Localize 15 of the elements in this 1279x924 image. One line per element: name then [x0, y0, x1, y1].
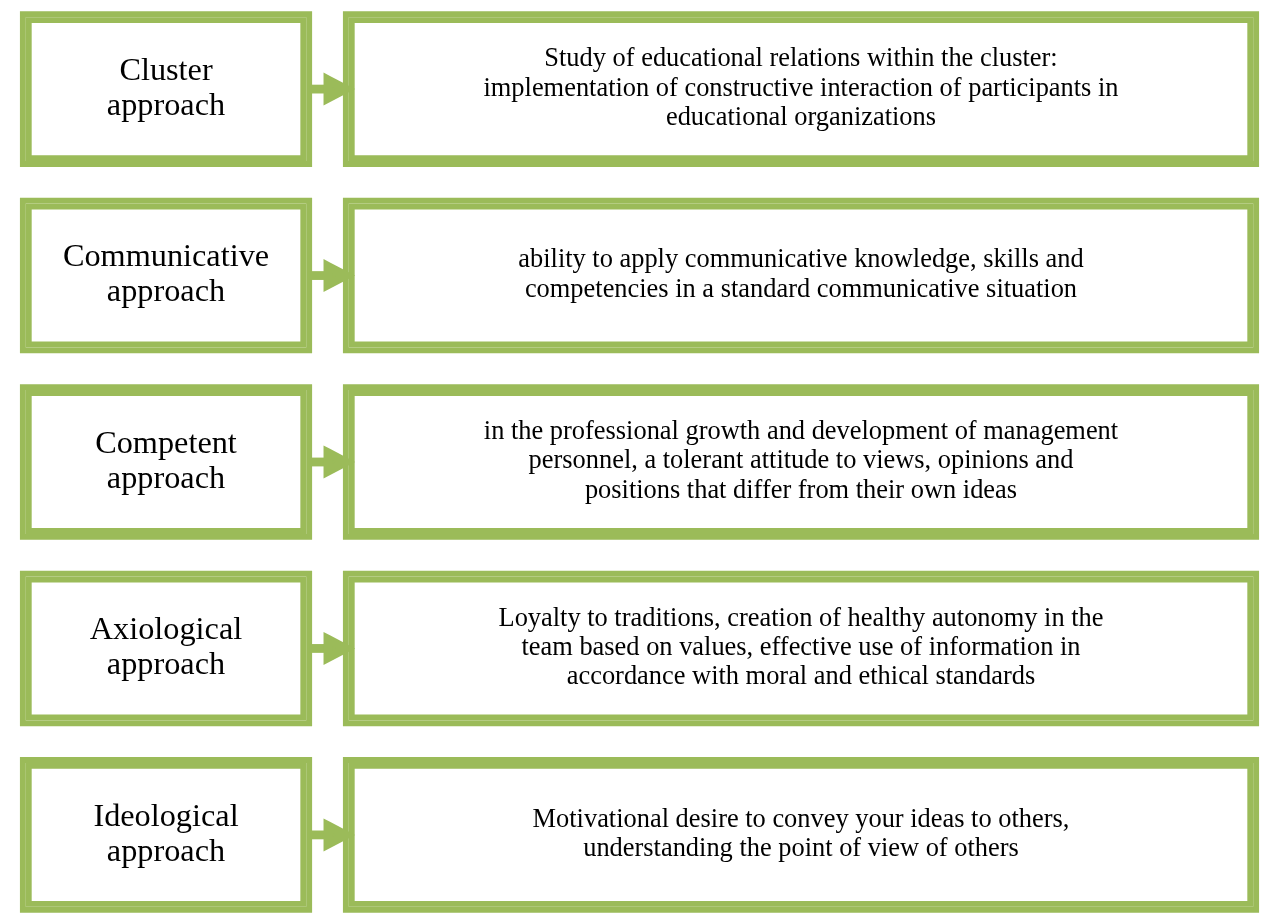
- arrow: [309, 259, 355, 293]
- node-box: Motivational desire to convey your ideas to others, understanding the point of view of others: [342, 757, 1260, 913]
- arrow: [309, 631, 355, 665]
- node-box: in the professional growth and development of management personnel, a tolerant attitude to views, opinions and positions that differ from their own ideas: [342, 384, 1260, 540]
- node-box: Communicative approach: [19, 197, 313, 354]
- arrow: [309, 818, 355, 852]
- node-box: Axiological approach: [19, 570, 313, 727]
- arrow: [309, 72, 355, 106]
- node-box: Competent approach: [19, 384, 313, 540]
- node-box: ability to apply communicative knowledge, skills and competencies in a standard communicative situation: [342, 197, 1260, 354]
- node-box: Study of educational relations within the cluster: implementation of constructive interaction of participants in educational organizations: [342, 11, 1260, 167]
- node-box: Cluster approach: [19, 11, 313, 167]
- node-box: Loyalty to traditions, creation of healthy autonomy in the team based on values, effective use of information in accordance with moral and ethical standards: [342, 570, 1260, 727]
- node-box: Ideological approach: [19, 757, 313, 913]
- arrow: [309, 445, 355, 479]
